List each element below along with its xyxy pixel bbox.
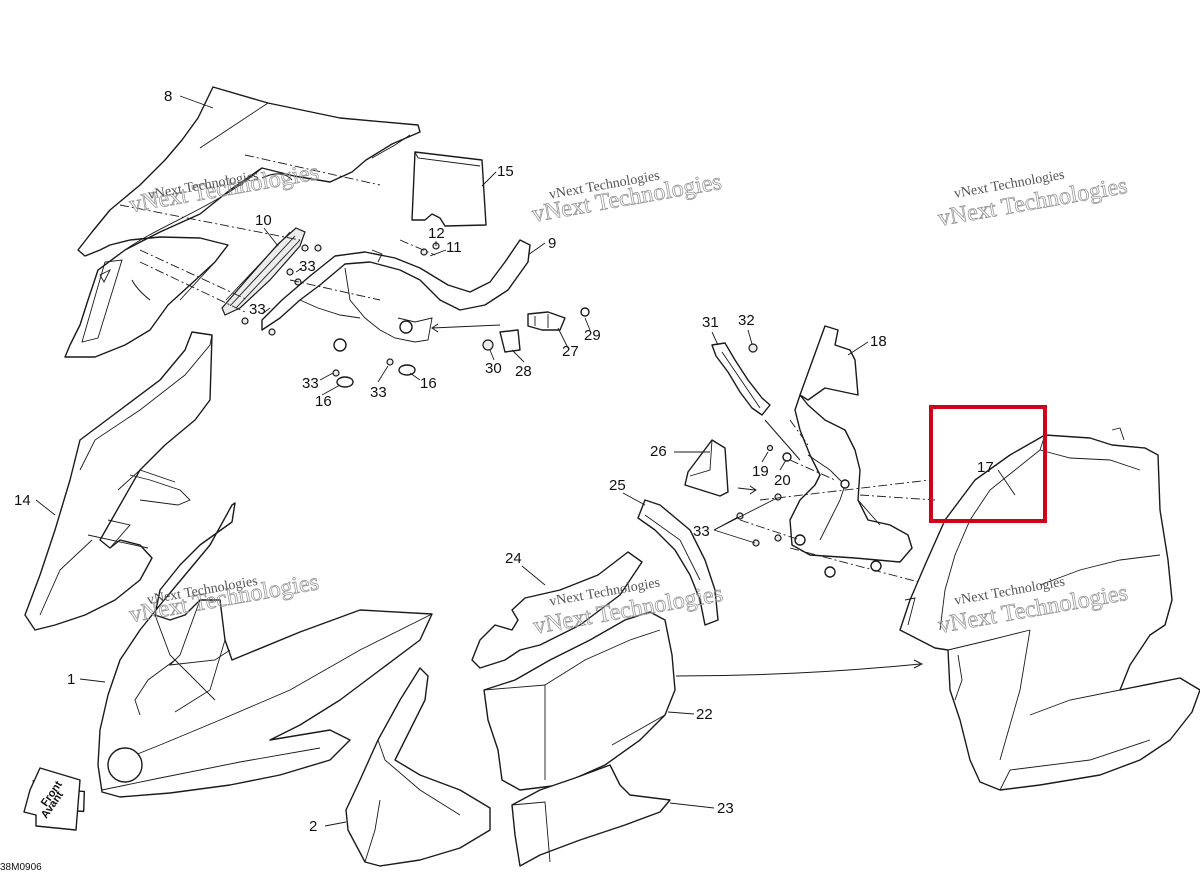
callout-32: 32 [738, 312, 755, 329]
leader-lines [35, 95, 1016, 827]
callout-33-a: 33 [299, 258, 316, 275]
callout-33-b: 33 [249, 301, 266, 318]
callout-14: 14 [14, 492, 31, 509]
callout-9: 9 [548, 235, 556, 252]
part-23 [511, 764, 671, 867]
callout-17: 17 [977, 459, 994, 476]
callout-2: 2 [309, 818, 317, 835]
highlight-box-part-17 [929, 405, 1047, 523]
callout-16-b: 16 [420, 375, 437, 392]
callout-25: 25 [609, 477, 626, 494]
callout-33-c: 33 [302, 375, 319, 392]
callout-1: 1 [67, 671, 75, 688]
part-22 [483, 611, 676, 791]
callout-labels: 8 15 10 12 11 9 33 33 33 16 33 16 29 27 … [14, 88, 994, 835]
callout-12: 12 [428, 225, 445, 242]
part-18 [789, 325, 913, 578]
diagram-code: 38M0906 [0, 862, 42, 872]
callout-26: 26 [650, 443, 667, 460]
callout-20: 20 [774, 472, 791, 489]
callout-10: 10 [255, 212, 272, 229]
assembly-arrow [675, 419, 924, 677]
hardware-group-18 [736, 444, 792, 547]
part-9 [261, 239, 531, 343]
part-17 [899, 427, 1200, 791]
part-10 [221, 227, 306, 316]
callout-33-e: 33 [693, 523, 710, 540]
part-2 [345, 667, 491, 867]
callout-18: 18 [870, 333, 887, 350]
centerlines-upper [119, 154, 436, 313]
part-8 [64, 86, 421, 358]
parts-27-30 [431, 307, 590, 353]
callout-27: 27 [562, 343, 579, 360]
callout-30: 30 [485, 360, 502, 377]
part-31 [711, 342, 771, 416]
callout-8: 8 [164, 88, 172, 105]
part-25 [637, 499, 719, 626]
part-24 [471, 551, 643, 669]
part-14 [24, 331, 213, 631]
hardware-group-9 [241, 242, 440, 388]
centerlines-right [739, 419, 936, 586]
callout-22: 22 [696, 706, 713, 723]
callout-19: 19 [752, 463, 769, 480]
callout-31: 31 [702, 314, 719, 331]
front-direction-arrow: Front Avant [23, 767, 86, 831]
callout-15: 15 [497, 163, 514, 180]
callout-33-d: 33 [370, 384, 387, 401]
callout-11: 11 [446, 239, 462, 256]
callout-28: 28 [515, 363, 532, 380]
callout-29: 29 [584, 327, 601, 344]
callout-23: 23 [717, 800, 734, 817]
part-1 [97, 502, 433, 798]
callout-24: 24 [505, 550, 522, 567]
part-15 [411, 151, 487, 227]
callout-16-a: 16 [315, 393, 332, 410]
part-26 [684, 439, 757, 497]
